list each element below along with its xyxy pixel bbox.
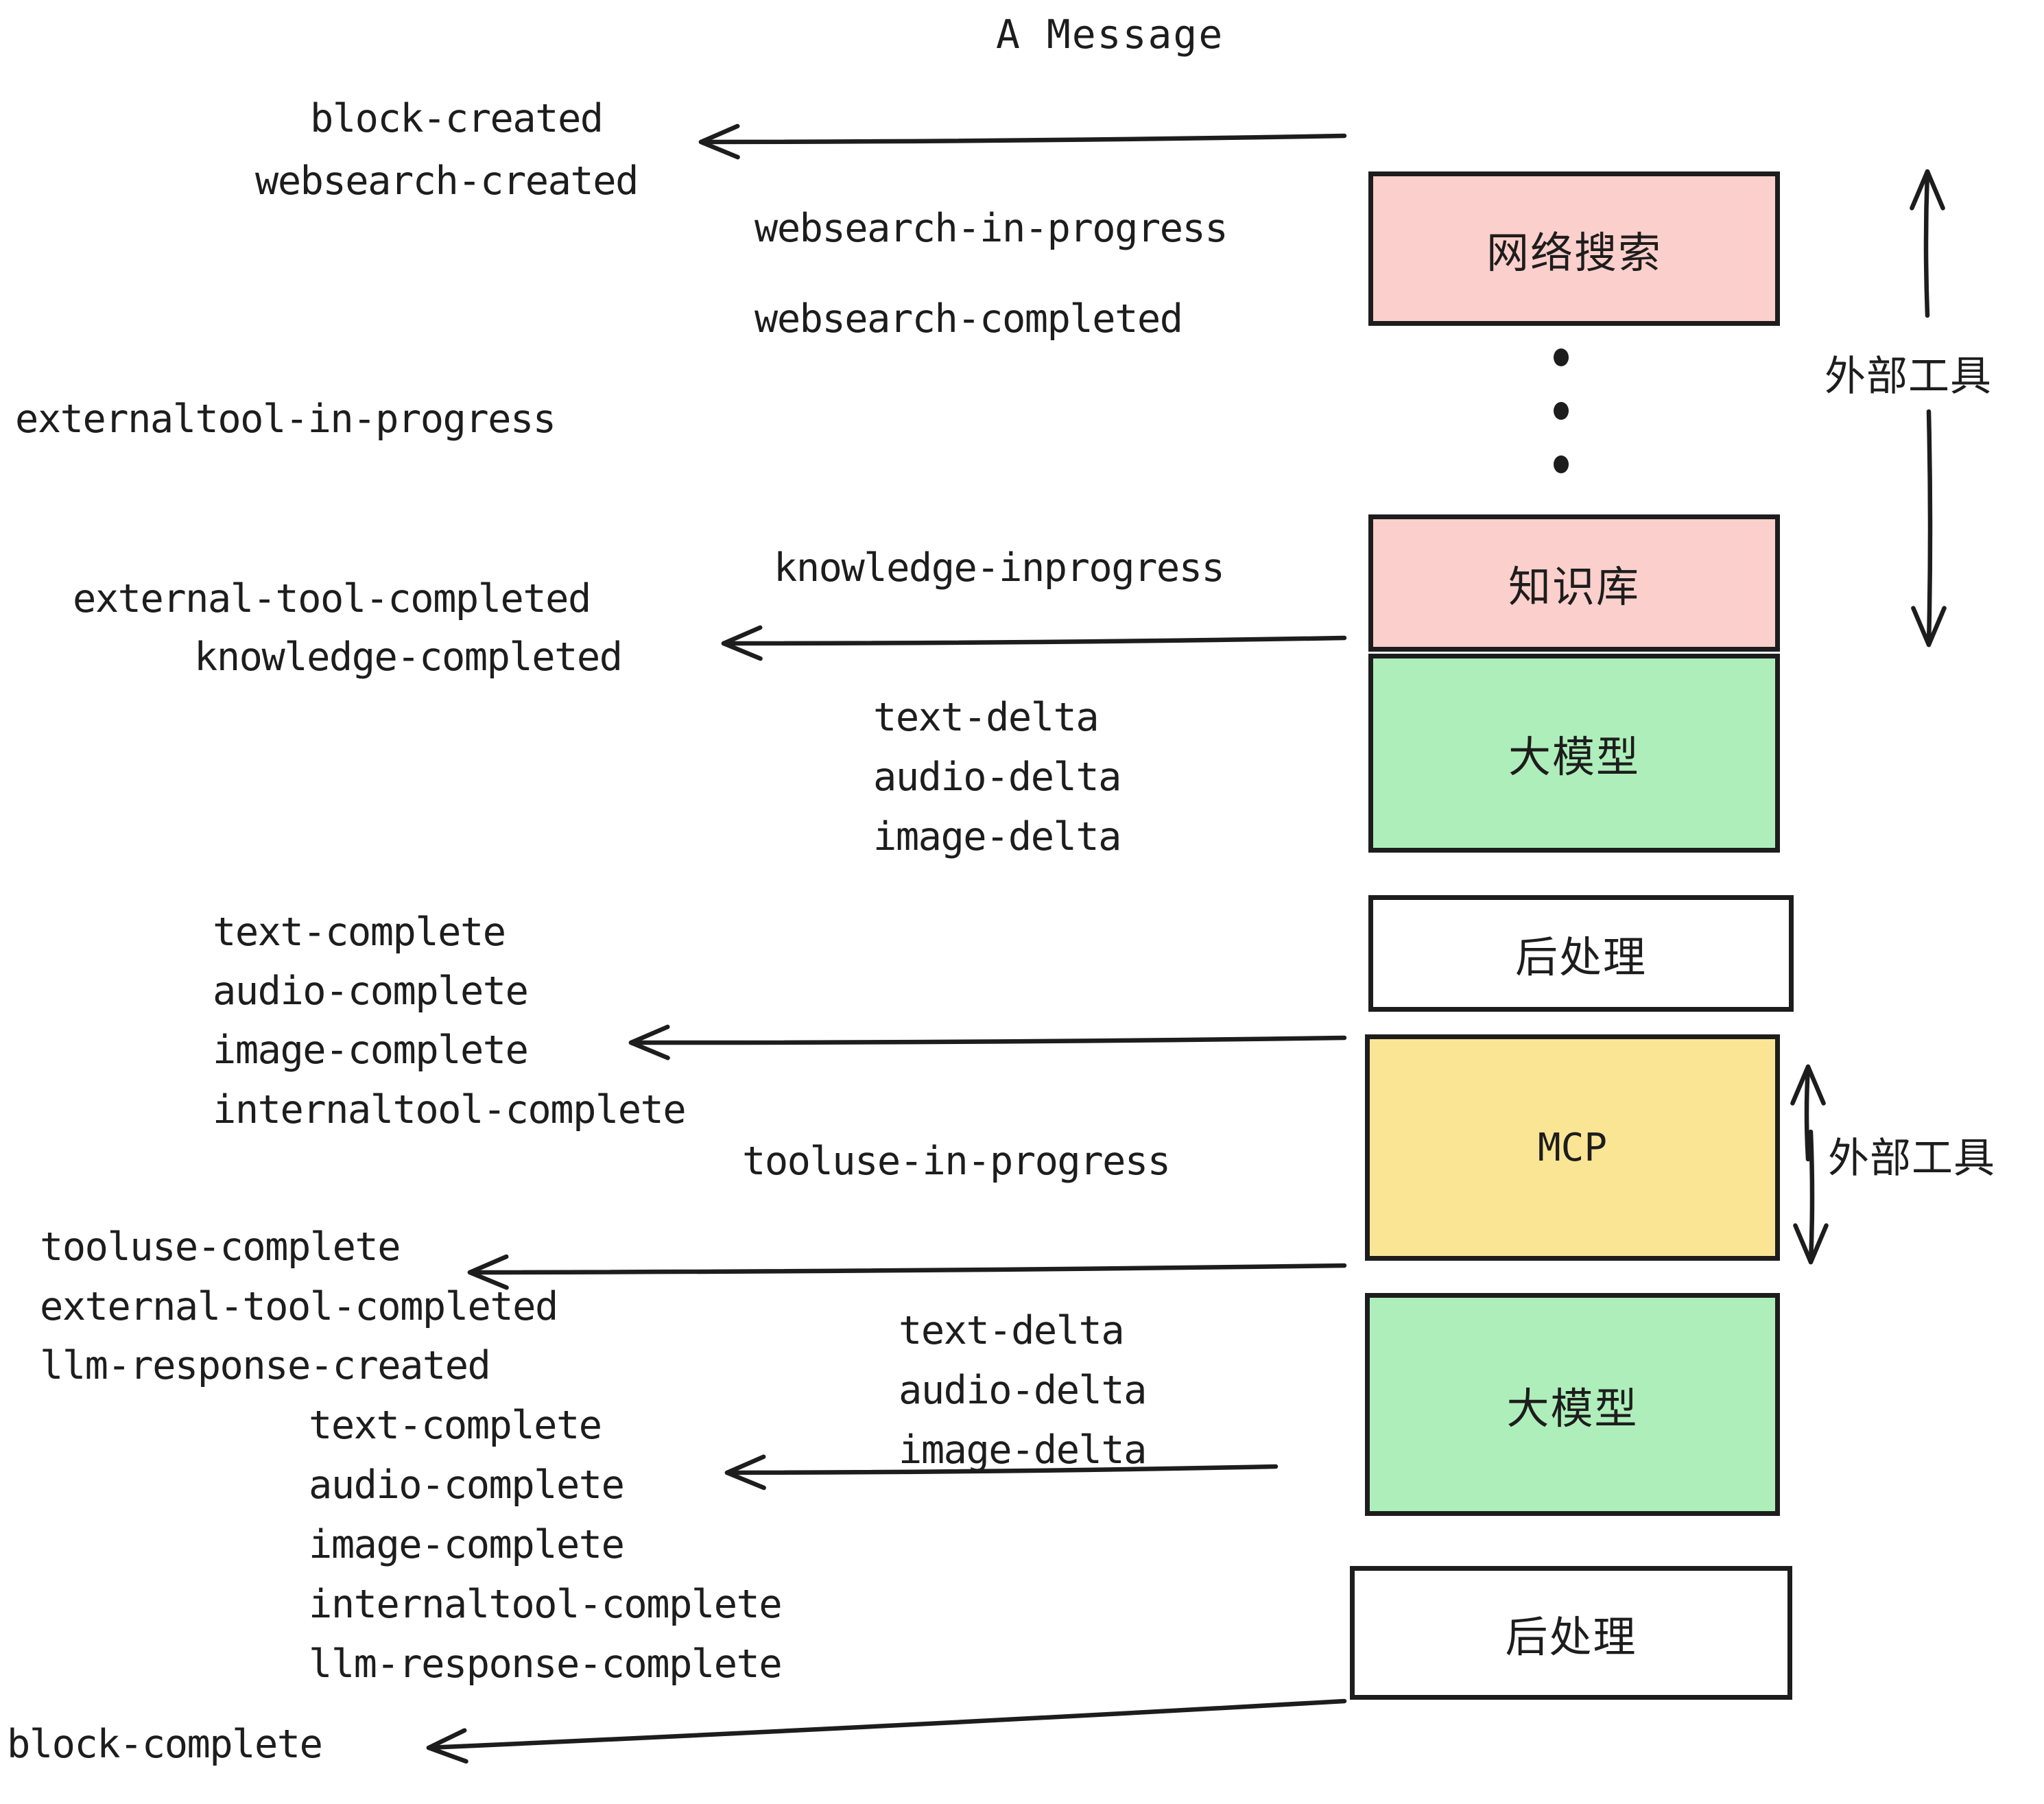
- event-label-text-delta-2: text-delta: [899, 1308, 1125, 1353]
- external-arrow-down-2-head: [1793, 1223, 1829, 1265]
- node-label: 知识库: [1508, 562, 1640, 612]
- external-arrow-up-1-shaft: [1923, 169, 1930, 318]
- node-label: MCP: [1537, 1125, 1608, 1170]
- arrow-audio-complete-head: [724, 1454, 766, 1491]
- event-label-llm-response-complete: llm-response-complete: [309, 1641, 783, 1687]
- arrow-knowledge-completed-shaft: [721, 635, 1347, 646]
- node-label: 大模型: [1506, 1383, 1639, 1434]
- page-title: A Message: [996, 11, 1224, 58]
- ellipsis-dot-icon: [1554, 402, 1569, 420]
- event-label-image-complete-1: image-complete: [213, 1028, 529, 1073]
- event-label-websearch-in-progress: websearch-in-progress: [754, 206, 1228, 251]
- event-label-internaltool-complete-2: internaltool-complete: [309, 1582, 783, 1627]
- node-label: 后处理: [1505, 1611, 1637, 1662]
- event-label-websearch-created: websearch-created: [255, 158, 639, 204]
- arrow-block-created-shaft: [698, 133, 1347, 145]
- event-label-knowledge-inprogress: knowledge-inprogress: [774, 545, 1225, 591]
- event-label-block-complete: block-complete: [7, 1722, 323, 1767]
- event-label-block-created: block-created: [310, 96, 604, 141]
- external-arrow-down-2-shaft: [1808, 1129, 1815, 1265]
- arrow-tooluse-complete-head: [467, 1254, 509, 1290]
- node-label: 大模型: [1508, 732, 1640, 782]
- external-arrow-up-1-head: [1910, 169, 1945, 211]
- event-label-image-delta-2: image-delta: [899, 1427, 1148, 1473]
- event-label-llm-response-created: llm-response-created: [40, 1343, 491, 1388]
- external-arrow-down-1-shaft: [1926, 409, 1933, 648]
- node-llm-2: 大模型: [1365, 1293, 1780, 1516]
- arrow-image-complete-head: [628, 1024, 670, 1060]
- arrow-block-created-head: [698, 123, 740, 160]
- event-label-externaltool-in-progress: externaltool-in-progress: [15, 396, 556, 442]
- node-websearch: 网络搜索: [1368, 171, 1780, 326]
- event-label-knowledge-completed: knowledge-completed: [194, 634, 623, 680]
- event-label-websearch-completed: websearch-completed: [754, 296, 1183, 342]
- event-label-image-complete-2: image-complete: [309, 1522, 625, 1567]
- node-llm-1: 大模型: [1368, 654, 1780, 853]
- external-tool-top-label: 外部工具: [1825, 353, 1992, 401]
- node-postprocess-1: 后处理: [1368, 895, 1794, 1012]
- arrow-image-complete-shaft: [628, 1035, 1347, 1045]
- event-label-text-delta-1: text-delta: [873, 695, 1100, 740]
- external-arrow-up-2-shaft: [1804, 1064, 1811, 1162]
- event-label-text-complete-2: text-complete: [309, 1403, 602, 1448]
- node-knowledge: 知识库: [1368, 514, 1780, 652]
- event-label-audio-complete-2: audio-complete: [309, 1462, 625, 1508]
- event-label-image-delta-1: image-delta: [873, 814, 1122, 859]
- node-mcp: MCP: [1365, 1034, 1780, 1261]
- arrow-block-complete-shaft: [426, 1698, 1347, 1750]
- event-label-text-complete-1: text-complete: [213, 910, 506, 955]
- arrow-knowledge-completed-head: [721, 625, 763, 661]
- event-label-tooluse-in-progress: tooluse-in-progress: [742, 1139, 1171, 1184]
- ellipsis-dot-icon: [1554, 348, 1569, 366]
- arrow-tooluse-complete-shaft: [467, 1263, 1347, 1275]
- ellipsis-dot-icon: [1554, 455, 1569, 473]
- event-label-audio-complete-1: audio-complete: [213, 969, 529, 1014]
- node-label: 网络搜索: [1486, 227, 1662, 278]
- event-label-audio-delta-1: audio-delta: [873, 755, 1122, 800]
- arrow-block-complete-head: [426, 1728, 468, 1764]
- event-label-audio-delta-2: audio-delta: [899, 1368, 1148, 1413]
- external-arrow-down-1-head: [1911, 606, 1947, 648]
- node-postprocess-2: 后处理: [1350, 1566, 1792, 1700]
- event-label-external-tool-completed-1: external-tool-completed: [73, 576, 591, 621]
- event-label-tooluse-complete: tooluse-complete: [40, 1224, 401, 1270]
- event-label-internaltool-complete-1: internaltool-complete: [213, 1087, 687, 1132]
- node-label: 后处理: [1514, 932, 1647, 982]
- external-tool-bottom-label: 外部工具: [1828, 1135, 1995, 1183]
- event-label-external-tool-completed-2: external-tool-completed: [40, 1284, 558, 1329]
- external-arrow-up-2-head: [1790, 1064, 1826, 1106]
